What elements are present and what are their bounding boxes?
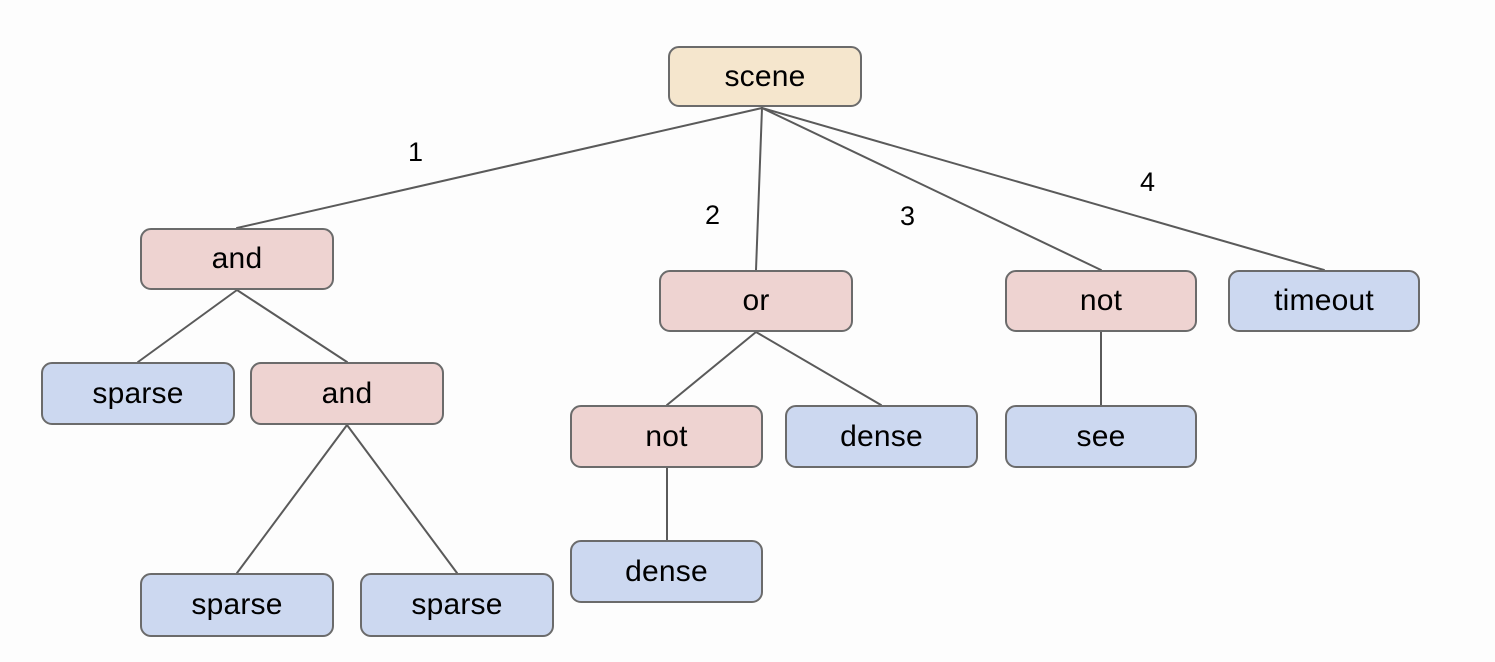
tree-node-label: sparse (411, 588, 503, 621)
tree-node-label: timeout (1274, 284, 1374, 317)
tree-edge-scene-to-not1 (761, 107, 1102, 271)
edge-label-e4: 4 (1140, 167, 1156, 197)
edge-label-e2: 2 (705, 200, 721, 230)
tree-node-timeout1[interactable]: timeout (1228, 270, 1420, 332)
tree-edge-and1-to-sparse1 (137, 289, 238, 363)
tree-node-label: and (321, 376, 373, 410)
tree-node-sparse3[interactable]: sparse (360, 573, 554, 637)
tree-node-and2[interactable]: and (250, 362, 444, 425)
tree-node-label: not (1079, 284, 1123, 317)
tree-edge-scene-to-and1 (236, 107, 763, 229)
tree-node-label: see (1076, 419, 1126, 453)
tree-node-label: or (742, 284, 770, 317)
tree-edge-or1-to-not2 (666, 331, 757, 406)
tree-node-label: sparse (92, 376, 184, 410)
tree-node-not1[interactable]: not (1005, 270, 1197, 332)
tree-node-not2[interactable]: not (570, 405, 763, 468)
tree-edge-scene-to-timeout1 (761, 107, 1325, 271)
tree-edge-and2-to-sparse2 (236, 424, 348, 574)
tree-edge-and2-to-sparse3 (346, 424, 458, 574)
tree-edge-scene-to-or1 (755, 107, 763, 271)
tree-edge-and1-to-and2 (236, 289, 348, 363)
tree-node-dense2[interactable]: dense (570, 540, 763, 603)
tree-node-scene[interactable]: scene (668, 46, 862, 107)
tree-node-and1[interactable]: and (140, 228, 334, 290)
tree-node-sparse2[interactable]: sparse (140, 573, 334, 637)
tree-node-label: and (211, 242, 263, 275)
tree-node-or1[interactable]: or (659, 270, 853, 332)
tree-node-label: scene (724, 59, 806, 93)
tree-node-label: sparse (191, 588, 283, 621)
edge-label-e1: 1 (408, 137, 424, 167)
tree-node-sparse1[interactable]: sparse (41, 362, 235, 425)
tree-node-label: dense (840, 419, 923, 453)
tree-edge-or1-to-dense1 (755, 331, 882, 406)
tree-node-see1[interactable]: see (1005, 405, 1197, 468)
tree-node-label: dense (625, 554, 708, 588)
tree-node-label: not (645, 419, 688, 453)
tree-node-dense1[interactable]: dense (785, 405, 978, 468)
edge-label-e3: 3 (900, 201, 916, 231)
